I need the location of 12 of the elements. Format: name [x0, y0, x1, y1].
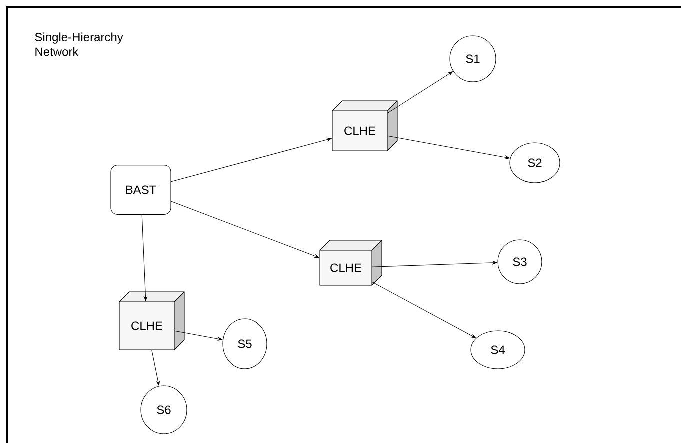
arrow	[388, 72, 454, 114]
rounded-box: BAST	[110, 165, 172, 215]
circle-node: S3	[498, 240, 542, 284]
circle-node: S6	[140, 386, 188, 434]
circle-node: S2	[510, 142, 560, 184]
circle-node: S1	[450, 36, 496, 82]
circle-node: S5	[222, 318, 268, 370]
cube-node: CLHE	[332, 100, 398, 152]
cube-node: CLHE	[320, 240, 382, 286]
title: Single-Hierarchy Network	[35, 32, 124, 56]
circle-node: S4	[470, 330, 526, 370]
cube-node: CLHE	[119, 292, 185, 350]
